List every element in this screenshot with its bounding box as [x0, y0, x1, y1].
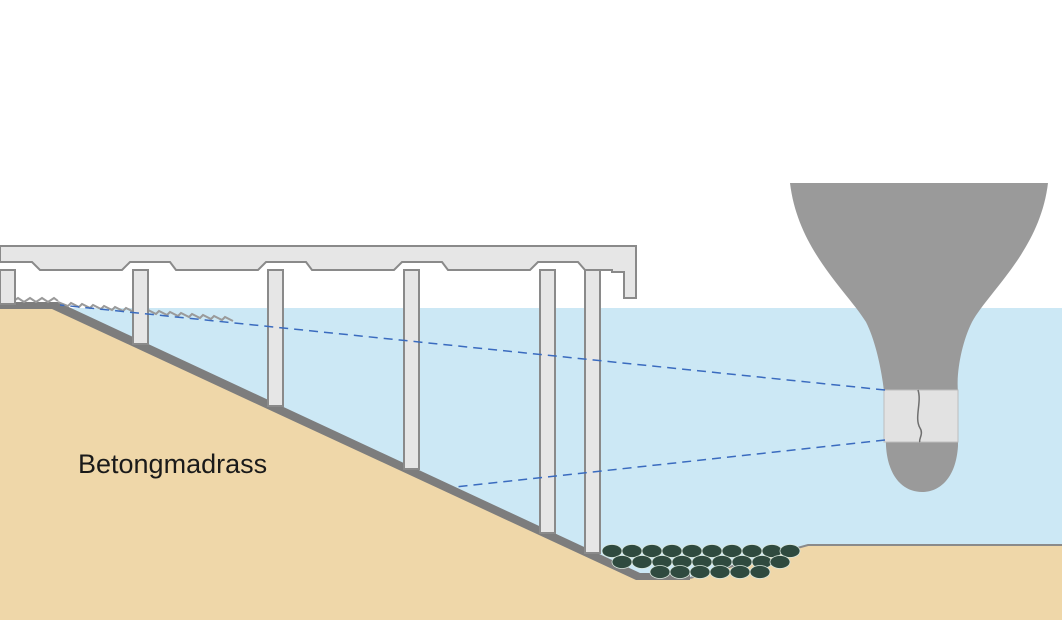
stone [749, 565, 771, 579]
stone [729, 565, 751, 579]
pile-1 [0, 269, 16, 305]
stone [649, 565, 671, 579]
pile-3 [267, 269, 284, 407]
jet-line-lower [454, 439, 886, 488]
propeller-icon [883, 389, 959, 443]
stone [611, 555, 633, 569]
mattress-label: Betongmadrass [78, 449, 267, 479]
stone [689, 565, 711, 579]
pile-4 [403, 269, 420, 470]
stone [631, 555, 653, 569]
pile-5 [539, 269, 556, 534]
stone [669, 565, 691, 579]
pile-2 [132, 269, 149, 345]
concrete-mattress [0, 302, 690, 580]
ship-hull-icon [790, 183, 1048, 492]
jet-line-upper [59, 304, 886, 391]
stone [779, 544, 801, 558]
toe-edge [689, 544, 1062, 579]
stone [769, 555, 791, 569]
quay-piles [0, 269, 601, 554]
stone [709, 565, 731, 579]
pile-6 [584, 269, 601, 554]
rock-protection-icon [601, 544, 801, 579]
seabed-embankment [0, 306, 1062, 620]
quay-deck [0, 245, 637, 299]
